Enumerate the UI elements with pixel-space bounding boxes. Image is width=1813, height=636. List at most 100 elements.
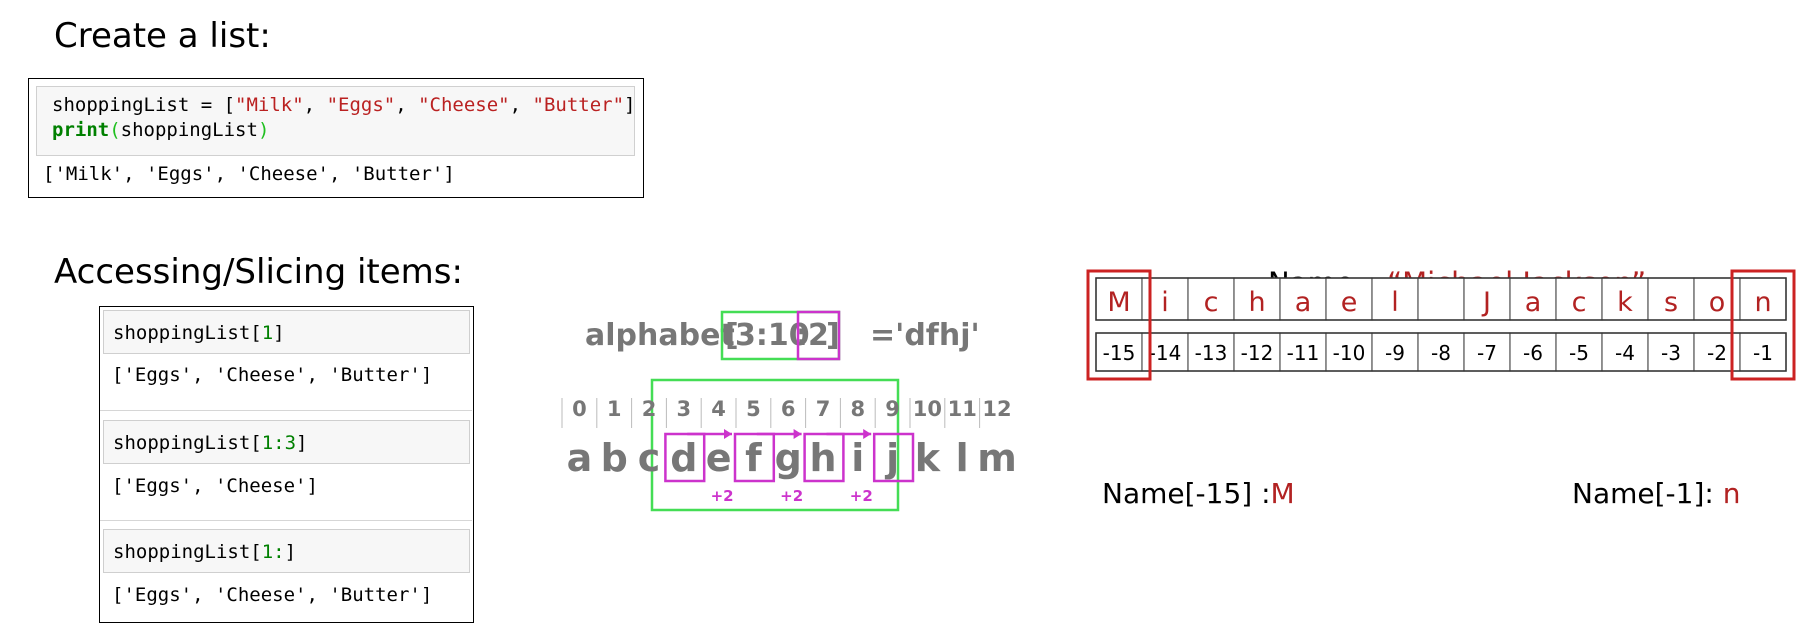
index-label: 3 [676,397,691,421]
alphabet-letter: g [775,436,802,480]
code-line-2: print(shoppingList) [52,119,269,141]
name-letter: a [1295,287,1312,318]
arrow-head-icon [863,429,872,439]
letter-cell [1601,277,1649,321]
selected-letter-box [872,432,915,483]
code-item-milk: "Milk" [235,94,304,116]
arrow-head-icon [724,429,732,439]
code-output: ['Milk', 'Eggs', 'Cheese', 'Butter'] [43,163,455,185]
step-highlight-box [796,310,841,361]
example-2-value: n [1723,477,1741,510]
index-cell [1463,332,1511,372]
slicing-heading: Accessing/Slicing items: [54,252,463,292]
example-1: Name[-15] :M [1102,477,1295,510]
name-letter: a [1525,287,1542,318]
negative-index: -2 [1707,341,1727,365]
index-label: 0 [572,397,587,421]
index-label: 8 [850,397,865,421]
alphabet-letter: j [884,436,899,480]
example-2-label: Name[-1]: [1572,477,1723,510]
code-close: ] [624,94,636,116]
slice-code-post: ] [296,432,308,454]
slice-code-post: ] [284,541,297,563]
alphabet-letter: f [745,436,762,480]
slice-input-cell-3[interactable]: shoppingList[1:] [103,529,470,573]
name-letter: l [1391,287,1399,318]
index-cell [1739,332,1787,372]
example-2: Name[-1]: n [1572,477,1740,510]
alphabet-letter: l [956,436,969,480]
step-label: +2 [780,487,803,505]
slice-code-pre: shoppingList[ [113,541,262,563]
index-cell [1371,332,1419,372]
name-letter: o [1709,287,1726,318]
selected-letter-box [733,432,776,483]
name-letter: c [1572,287,1587,318]
step-label: +2 [850,487,873,505]
alphabet-letter: d [670,436,697,480]
example-1-value: M [1271,477,1295,510]
negative-index: -5 [1569,341,1589,365]
name-letter: s [1664,287,1678,318]
alphabet-letter: e [706,436,732,480]
index-cell [1187,332,1235,372]
index-cell [1325,332,1373,372]
selection-range-box [650,378,900,512]
negative-index: -12 [1241,341,1274,365]
code-input-cell[interactable]: shoppingList = ["Milk", "Eggs", "Cheese"… [36,86,635,156]
name-letter: J [1481,287,1491,318]
name-letter: i [1161,287,1169,318]
alphabet-letter: k [915,436,941,480]
slice-input-cell-1[interactable]: shoppingList[1] [103,310,470,354]
name-letter: e [1341,287,1358,318]
letter-cell [1417,277,1465,321]
alphabet-expr-bracket-close: ] [826,318,840,353]
create-list-heading: Create a list: [54,16,271,56]
selected-letter-box [803,432,845,483]
step-label: +2 [711,487,734,505]
slice-code-arg: 1: [261,541,285,563]
negative-index: -11 [1287,341,1320,365]
negative-index: -13 [1195,341,1228,365]
code-item-butter: "Butter" [532,94,625,116]
index-label: 6 [781,397,796,421]
name-letter: c [1204,287,1219,318]
alphabet-expr-name: alphabet [585,318,735,353]
indices-row-border [1095,332,1787,372]
letter-cell [1647,277,1695,321]
index-cell [1233,332,1281,372]
create-list-notebook: shoppingList = ["Milk", "Eggs", "Cheese"… [28,78,644,198]
alphabet-result: ='dfhj' [870,318,980,353]
last-item-highlight [1730,269,1796,381]
name-letter: h [1248,287,1265,318]
alphabet-letter: a [567,436,593,480]
index-label: 7 [816,397,831,421]
alphabet-letter: c [638,436,661,480]
name-letter: k [1617,287,1633,318]
slice-output-1: ['Eggs', 'Cheese', 'Butter'] [112,364,433,386]
letter-cell [1187,277,1235,321]
slice-code-arg: 1 [261,322,274,344]
letters-row-border [1095,277,1787,321]
alphabet-letter: i [851,436,864,480]
code-line-1: shoppingList = ["Milk", "Eggs", "Cheese"… [52,94,635,116]
alphabet-expr-step: :2 [796,318,829,353]
slice-output-3: ['Eggs', 'Cheese', 'Butter'] [112,584,433,606]
first-item-highlight [1086,269,1152,381]
name-letter: n [1754,287,1771,318]
negative-index: -9 [1385,341,1405,365]
example-1-label: Name[-15] : [1102,477,1271,510]
index-cell [1417,332,1465,372]
negative-index: -14 [1149,341,1182,365]
code-sep: , [303,94,327,116]
negative-index: -4 [1615,341,1635,365]
code-sep: , [509,94,533,116]
alphabet-letter: h [809,436,836,480]
negative-index: -8 [1431,341,1451,365]
slice-input-cell-2[interactable]: shoppingList[1:3] [103,420,470,464]
index-label: 1 [607,397,622,421]
index-label: 12 [982,397,1011,421]
code-var: shoppingList = [ [52,94,236,116]
cell-divider [100,520,472,521]
alphabet-expr-bracket-open: [ [725,318,739,353]
